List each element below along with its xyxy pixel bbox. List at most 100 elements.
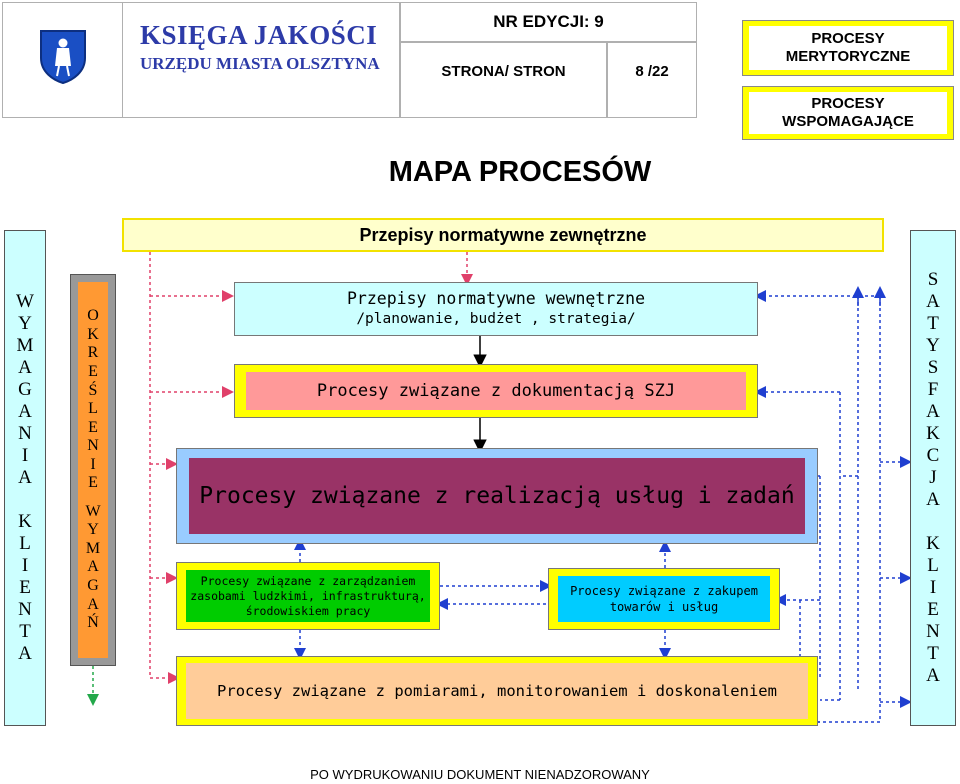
purchasing-process-inner: Procesy związane z zakupem towarów i usł… — [558, 576, 770, 622]
letter: W — [16, 290, 34, 312]
edition-cell — [400, 2, 697, 42]
letter: E — [88, 474, 98, 492]
letter: Y — [87, 521, 99, 539]
letter: K — [18, 511, 32, 533]
letter: Ś — [88, 381, 98, 399]
realization-process-box: Procesy związane z realizacją usług i za… — [176, 448, 818, 544]
letter: S — [927, 356, 939, 378]
letter: A — [18, 356, 32, 378]
letter: L — [88, 400, 98, 418]
city-office-subtitle: URZĘDU MIASTA OLSZTYNA — [140, 54, 380, 73]
letter: Y — [926, 334, 940, 356]
letter: A — [18, 400, 32, 422]
purchasing-process-label-1: Procesy związane z zakupem — [570, 584, 758, 598]
edition-number: NR EDYCJI: 9 — [493, 12, 604, 31]
internal-regulations-box: Przepisy normatywne wewnętrzne /planowan… — [234, 282, 758, 336]
letter: A — [926, 665, 940, 687]
logo-cell — [2, 2, 400, 118]
letter: T — [927, 643, 939, 665]
letter: A — [18, 467, 32, 488]
letter: E — [19, 577, 31, 599]
letter: M — [85, 539, 101, 557]
internal-regulations-sublabel: /planowanie, budżet , strategia/ — [356, 311, 636, 327]
measurement-process-inner: Procesy związane z pomiarami, monitorowa… — [186, 663, 808, 719]
letter: K — [87, 325, 99, 343]
letter: O — [87, 307, 99, 325]
letter: A — [926, 489, 940, 511]
letter: A — [87, 595, 99, 613]
letter: I — [21, 444, 29, 466]
letter: Y — [18, 312, 32, 334]
external-regulations-box: Przepisy normatywne zewnętrzne — [122, 218, 884, 252]
letter: A — [926, 290, 940, 312]
letter: F — [927, 378, 939, 400]
letter: A — [18, 643, 32, 665]
letter: I — [21, 555, 29, 577]
documentation-process-label: Procesy związane z dokumentacją SZJ — [316, 381, 676, 401]
page-label: STRONA/ STRON — [441, 62, 566, 80]
external-regulations-label: Przepisy normatywne zewnętrzne — [359, 224, 647, 245]
letter: W — [85, 502, 101, 520]
letter: Ń — [87, 614, 99, 632]
letter: G — [87, 577, 99, 594]
letter: J — [929, 467, 937, 488]
letter: K — [926, 422, 940, 444]
letter: T — [927, 312, 939, 334]
letter: R — [87, 344, 99, 362]
letter: E — [88, 418, 98, 436]
documentation-process-inner: Procesy związane z dokumentacją SZJ — [246, 372, 746, 410]
letter: K — [926, 533, 940, 555]
letter: T — [19, 621, 31, 643]
page-label-cell — [400, 42, 607, 118]
footer-notice: PO WYDRUKOWANIU DOKUMENT NIENADZOROWANY — [310, 766, 650, 782]
realization-process-label: Procesy związane z realizacją usług i za… — [199, 483, 795, 509]
letter: M — [16, 334, 34, 356]
letter: N — [926, 621, 940, 643]
page-value-cell — [607, 42, 697, 118]
realization-process-inner: Procesy związane z realizacją usług i za… — [189, 458, 805, 534]
legend-substantive-inner: PROCESY MERYTORYCZNE — [749, 26, 947, 70]
page-number: 8 /22 — [635, 62, 669, 80]
quality-book-title: KSIĘGA JAKOŚCI — [140, 20, 378, 50]
resources-process-label-2: zasobami ludzkimi, infrastrukturą, — [190, 588, 426, 603]
resources-process-label-1: Procesy związane z zarządzaniem — [200, 573, 416, 588]
purchasing-process-label-2: towarów i usług — [609, 600, 719, 614]
header-logo-divider — [122, 2, 123, 118]
letter: L — [19, 533, 31, 555]
internal-regulations-label: Przepisy normatywne wewnętrzne — [346, 289, 645, 308]
letter: I — [929, 577, 937, 599]
legend-supporting-inner: PROCESY WSPOMAGAJĄCE — [749, 92, 947, 134]
letter: N — [18, 599, 32, 621]
legend-substantive-label: PROCESY MERYTORYCZNE — [785, 30, 911, 65]
legend-supporting-box: PROCESY WSPOMAGAJĄCE — [742, 86, 954, 140]
legend-supporting-label: PROCESY WSPOMAGAJĄCE — [782, 95, 914, 130]
city-coat-of-arms-icon — [38, 28, 88, 84]
measurement-process-label: Procesy związane z pomiarami, monitorowa… — [217, 682, 777, 700]
resources-process-box: Procesy związane z zarządzaniem zasobami… — [176, 562, 440, 630]
letter: E — [88, 362, 98, 380]
resources-process-inner: Procesy związane z zarządzaniem zasobami… — [186, 570, 430, 622]
letter: A — [87, 558, 99, 576]
letter: N — [87, 437, 99, 455]
letter: C — [926, 444, 940, 466]
letter: S — [927, 268, 939, 290]
purchasing-process-box: Procesy związane z zakupem towarów i usł… — [548, 568, 780, 630]
letter: L — [927, 555, 939, 577]
resources-process-label-3: środowiskiem pracy — [245, 603, 371, 618]
letter: G — [18, 378, 32, 400]
letter: I — [90, 455, 96, 473]
page-title: MAPA PROCESÓW — [388, 155, 652, 188]
